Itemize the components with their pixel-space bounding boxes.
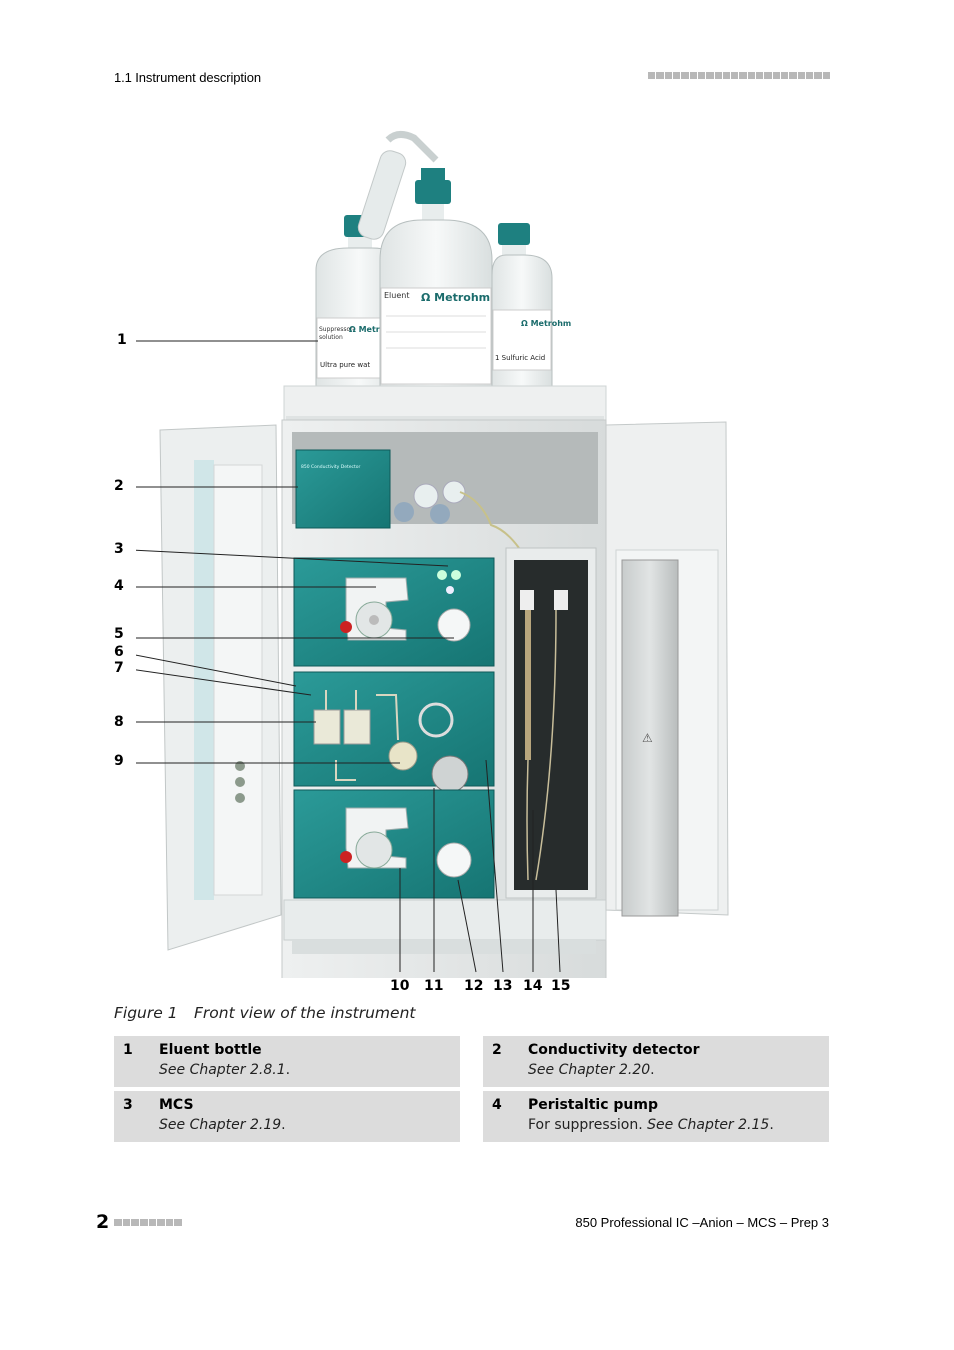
callout-10: 10 <box>390 978 410 994</box>
callout-9: 9 <box>114 753 124 769</box>
callout-1: 1 <box>117 332 127 348</box>
callout-11: 11 <box>424 978 444 994</box>
bottle-eluent: Eluent Ω Metrohm <box>357 131 493 405</box>
legend-number: 1 <box>123 1042 133 1058</box>
svg-text:Ω Metr: Ω Metr <box>349 325 380 334</box>
callout-12: 12 <box>464 978 484 994</box>
chapter-reference[interactable]: See Chapter 2.8.1 <box>159 1062 286 1078</box>
callout-6: 6 <box>114 644 124 660</box>
legend-item: 4 Peristaltic pump For suppression. See … <box>483 1091 829 1142</box>
legend-item: 2 Conductivity detector See Chapter 2.20… <box>483 1036 829 1087</box>
legend-number: 4 <box>492 1097 502 1113</box>
svg-text:⚠: ⚠ <box>642 731 653 745</box>
figure-caption-text: Front view of the instrument <box>194 1004 416 1022</box>
module-pump-2 <box>293 789 495 899</box>
chapter-reference[interactable]: See Chapter 2.19 <box>159 1117 282 1133</box>
callout-3: 3 <box>114 541 124 557</box>
legend-item: 1 Eluent bottle See Chapter 2.8.1. <box>114 1036 460 1087</box>
legend-title: Peristaltic pump <box>528 1097 658 1113</box>
instrument-figure: Suppressor- solution Ω Metr Ultra pure w… <box>129 120 768 1031</box>
legend-title: MCS <box>159 1097 194 1113</box>
legend-description: For suppression. See Chapter 2.15. <box>528 1117 774 1133</box>
legend-number: 3 <box>123 1097 133 1113</box>
legend-item: 3 MCS See Chapter 2.19. <box>114 1091 460 1142</box>
callout-5: 5 <box>114 626 124 642</box>
legend-number: 2 <box>492 1042 502 1058</box>
column-compartment <box>505 547 597 899</box>
callout-14: 14 <box>523 978 543 994</box>
figure-caption: Figure 1 Front view of the instrument <box>114 1004 415 1022</box>
callout-8: 8 <box>114 714 124 730</box>
legend-description: See Chapter 2.8.1. <box>159 1062 291 1078</box>
bottle-sulfuric: Ω Metrohm 1 Sulfuric Acid <box>491 223 571 405</box>
svg-text:Ultra pure wat: Ultra pure wat <box>320 361 370 369</box>
module-mcs <box>293 557 495 667</box>
legend-description: See Chapter 2.20. <box>528 1062 655 1078</box>
legend-description: See Chapter 2.19. <box>159 1117 286 1133</box>
svg-text:Ω Metrohm: Ω Metrohm <box>421 291 490 304</box>
header-decoration <box>648 72 830 79</box>
svg-text:solution: solution <box>319 334 343 341</box>
module-valves <box>293 671 495 793</box>
svg-text:850 Conductivity Detector: 850 Conductivity Detector <box>301 464 360 470</box>
callout-2: 2 <box>114 478 124 494</box>
callout-7: 7 <box>114 660 124 676</box>
svg-text:Eluent: Eluent <box>384 291 409 300</box>
callout-leaders <box>129 340 561 973</box>
legend-title: Conductivity detector <box>528 1042 700 1058</box>
left-door <box>159 424 282 951</box>
running-footer-title: 850 Professional IC –Anion – MCS – Prep … <box>575 1215 829 1230</box>
right-door: ⚠ <box>605 421 729 917</box>
page-number: 2 <box>96 1211 110 1233</box>
running-header-section: 1.1 Instrument description <box>114 70 261 85</box>
legend-title: Eluent bottle <box>159 1042 262 1058</box>
figure-number: Figure 1 <box>114 1004 178 1022</box>
svg-text:1 Sulfuric Acid: 1 Sulfuric Acid <box>495 354 545 362</box>
callout-4: 4 <box>114 578 124 594</box>
suppressor-label-text: Suppressor- <box>319 326 354 333</box>
chapter-reference[interactable]: See Chapter 2.20 <box>528 1062 651 1078</box>
callout-15: 15 <box>551 978 571 994</box>
svg-text:Ω Metrohm: Ω Metrohm <box>521 319 571 328</box>
callout-13: 13 <box>493 978 513 994</box>
chapter-reference[interactable]: See Chapter 2.15 <box>647 1117 770 1133</box>
footer-decoration <box>114 1219 182 1226</box>
